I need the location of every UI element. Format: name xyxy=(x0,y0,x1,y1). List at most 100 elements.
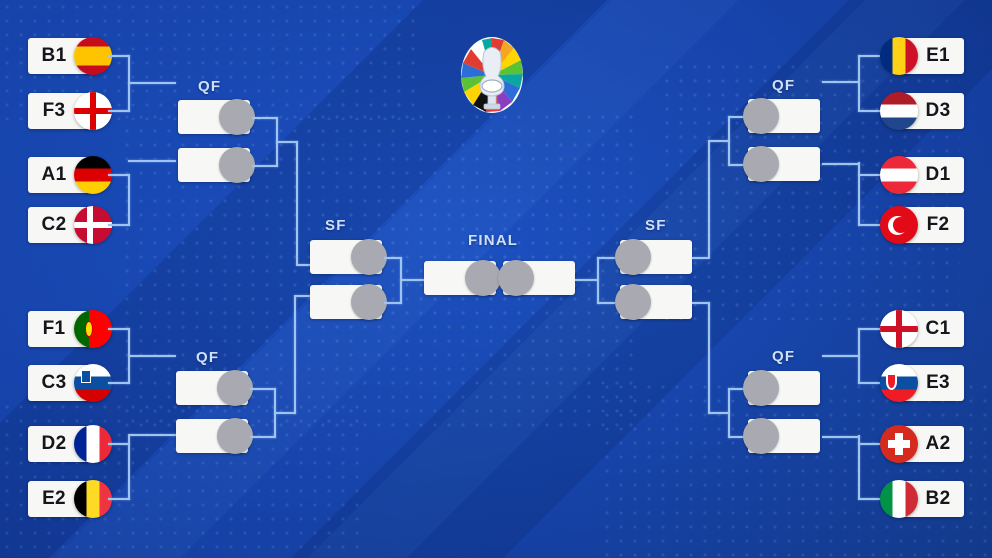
connector-line xyxy=(728,116,750,118)
team-placeholder-disc xyxy=(217,370,253,406)
round-label-qf-left-top: QF xyxy=(198,78,222,95)
connector-line xyxy=(822,355,860,357)
team-placeholder-disc xyxy=(615,239,651,275)
flag-italy xyxy=(880,480,918,518)
connector-line xyxy=(108,110,130,112)
connector-line xyxy=(108,174,130,176)
qf-slot-left-bottom-2[interactable] xyxy=(176,418,253,454)
connector-line xyxy=(822,81,860,83)
connector-line xyxy=(708,412,730,414)
flag-spain xyxy=(74,37,112,75)
connector-line xyxy=(294,296,296,414)
team-placeholder-disc xyxy=(743,418,779,454)
connector-line xyxy=(384,257,402,259)
team-placeholder-disc xyxy=(465,260,501,296)
uefa-euro-2024-trophy-logo xyxy=(460,36,524,114)
sf-slot-left-2[interactable] xyxy=(310,284,387,320)
team-placeholder-disc xyxy=(743,370,779,406)
connector-line xyxy=(858,435,860,499)
qf-slot-right-bottom-1[interactable] xyxy=(743,370,820,406)
team-code: E2 xyxy=(42,488,66,509)
connector-line xyxy=(252,117,278,119)
team-placeholder-disc xyxy=(351,239,387,275)
team-placeholder-disc xyxy=(351,284,387,320)
qf-slot-left-top-1[interactable] xyxy=(178,99,255,135)
qf-slot-right-top-1[interactable] xyxy=(743,98,820,134)
connector-line xyxy=(128,435,130,500)
team-code: A1 xyxy=(41,164,67,185)
team-code: B1 xyxy=(41,45,67,66)
flag-netherlands xyxy=(880,92,918,130)
team-code: C2 xyxy=(41,214,67,235)
qf-slot-left-bottom-1[interactable] xyxy=(176,370,253,406)
flag-denmark xyxy=(74,206,112,244)
connector-line xyxy=(597,257,615,259)
flag-romania xyxy=(880,37,918,75)
connector-line xyxy=(708,140,730,142)
connector-line xyxy=(128,355,176,357)
connector-line xyxy=(108,443,130,445)
connector-line xyxy=(708,140,710,258)
qf-slot-right-bottom-2[interactable] xyxy=(743,418,820,454)
connector-line xyxy=(274,412,296,414)
connector-line xyxy=(128,174,130,226)
connector-line xyxy=(728,116,730,166)
connector-line xyxy=(296,141,298,265)
connector-line xyxy=(250,388,276,390)
team-placeholder-disc xyxy=(743,146,779,182)
team-code: D3 xyxy=(925,100,951,121)
round-label-qf-right-top: QF xyxy=(772,77,796,94)
sf-slot-right-1[interactable] xyxy=(615,239,692,275)
connector-line xyxy=(692,302,710,304)
connector-line xyxy=(728,436,750,438)
flag-georgia xyxy=(74,92,112,130)
team-code: C1 xyxy=(925,318,951,339)
connector-line xyxy=(858,328,860,384)
qf-slot-left-top-2[interactable] xyxy=(178,147,255,183)
flag-austria xyxy=(880,156,918,194)
connector-line xyxy=(708,302,710,414)
flag-switzerland xyxy=(880,425,918,463)
team-placeholder-disc xyxy=(498,260,534,296)
final-slot-right[interactable] xyxy=(498,260,575,296)
team-code: A2 xyxy=(925,433,951,454)
team-placeholder-disc xyxy=(219,147,255,183)
connector-line xyxy=(822,436,860,438)
team-code: B2 xyxy=(925,488,951,509)
connector-line xyxy=(108,224,130,226)
connector-line xyxy=(858,328,880,330)
connector-line xyxy=(858,443,880,445)
connector-line xyxy=(858,162,860,226)
connector-line xyxy=(128,434,176,436)
flag-germany xyxy=(74,156,112,194)
team-placeholder-disc xyxy=(743,98,779,134)
connector-line xyxy=(858,110,880,112)
connector-line xyxy=(858,174,880,176)
connector-line xyxy=(250,436,276,438)
connector-line xyxy=(128,160,176,162)
round-label-qf-right-bottom: QF xyxy=(772,348,796,365)
final-slot-left[interactable] xyxy=(424,260,501,296)
connector-line xyxy=(294,295,312,297)
sf-slot-right-2[interactable] xyxy=(615,284,692,320)
connector-line xyxy=(400,279,426,281)
round-label-final: FINAL xyxy=(468,232,519,249)
flag-portugal xyxy=(74,310,112,348)
connector-line xyxy=(858,224,880,226)
team-placeholder-disc xyxy=(219,99,255,135)
team-code: E3 xyxy=(926,372,950,393)
connector-line xyxy=(858,382,880,384)
connector-line xyxy=(728,388,750,390)
connector-line xyxy=(108,55,130,57)
connector-line xyxy=(728,388,730,438)
team-code: D2 xyxy=(41,433,67,454)
connector-line xyxy=(858,55,860,111)
sf-slot-left-1[interactable] xyxy=(310,239,387,275)
connector-line xyxy=(822,163,860,165)
team-code: F1 xyxy=(42,318,66,339)
qf-slot-right-top-2[interactable] xyxy=(743,146,820,182)
connector-line xyxy=(108,382,130,384)
flag-turkey xyxy=(880,206,918,244)
team-code: F2 xyxy=(926,214,950,235)
